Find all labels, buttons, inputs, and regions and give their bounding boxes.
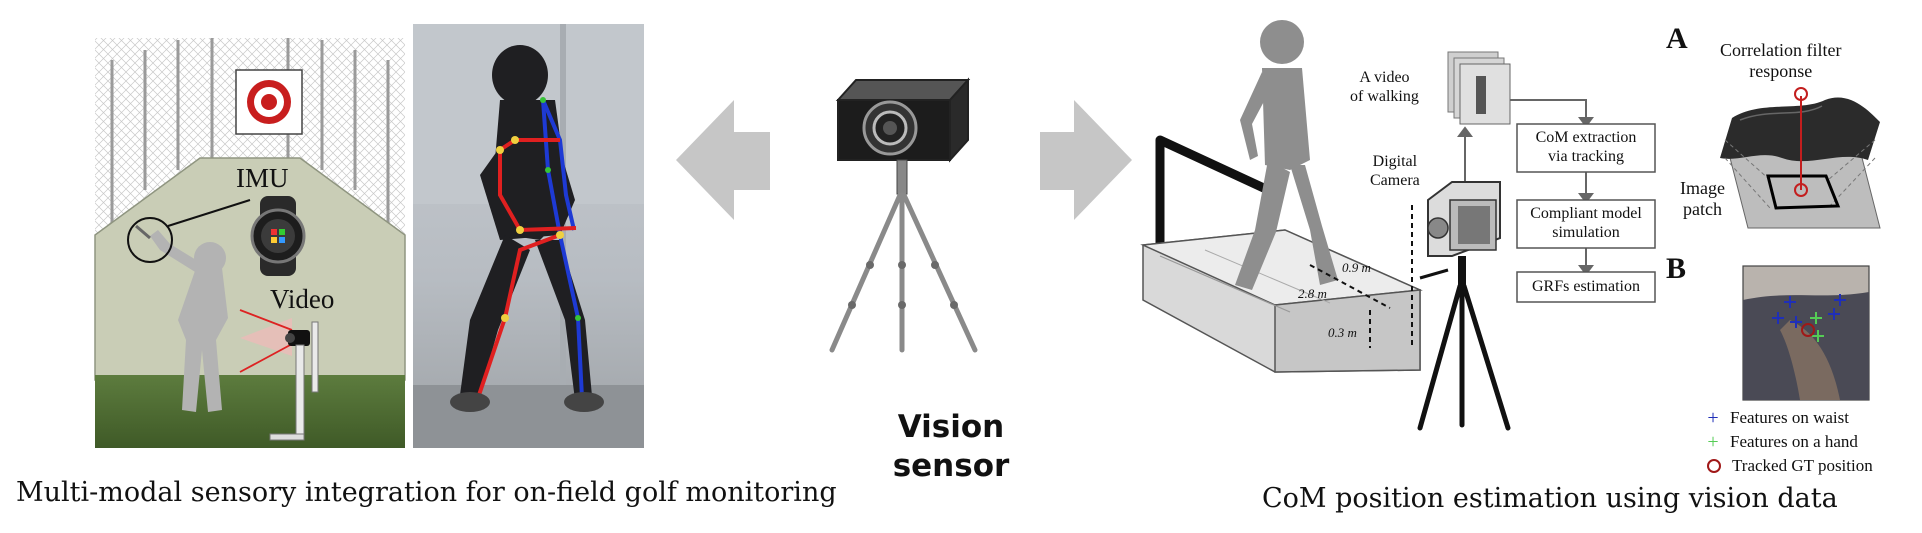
treadmill-scene (1140, 20, 1656, 431)
digital-camera-line1: Digital (1372, 153, 1418, 170)
flow-box-com-extraction (1516, 123, 1656, 173)
legend-item-hand: + Features on a hand (1706, 432, 1858, 452)
flow-step-1-line1: CoM extraction (1535, 129, 1637, 146)
feature-tracking-panel (1742, 265, 1870, 401)
walker-silhouette (1235, 20, 1338, 290)
dim-0-3m: 0.3 m (1328, 325, 1357, 340)
legend-text-gt: Tracked GT position (1732, 456, 1873, 475)
imu-label: IMU (236, 163, 289, 193)
image-patch-line2: patch (1683, 199, 1722, 219)
smartwatch-icon (250, 196, 306, 276)
legend-item-gt: Tracked GT position (1706, 456, 1873, 476)
circle-marker-red-icon (1707, 459, 1721, 473)
flow-step-3-text: GRFs estimation (1517, 277, 1655, 296)
video-frames-icon (1447, 51, 1511, 125)
panel-a-letter: A (1666, 22, 1688, 55)
arrow-left (676, 100, 770, 220)
video-of-walking-label: A video of walking (1350, 68, 1419, 106)
correlation-response-label: Correlation filter response (1720, 40, 1841, 82)
digital-camera-icon (1417, 181, 1511, 431)
digital-camera-label: Digital Camera (1370, 152, 1420, 190)
right-caption: CoM position estimation using vision dat… (1262, 483, 1838, 514)
correlation-filter-panel (1720, 87, 1881, 229)
flow-step-1-text: CoM extraction via tracking (1517, 128, 1655, 166)
vision-camera-icon (829, 77, 978, 353)
correlation-response-line2: response (1749, 61, 1813, 81)
arrow-right (1040, 100, 1132, 220)
flow-step-3-line1: GRFs estimation (1531, 278, 1640, 295)
panel-b-letter: B (1666, 252, 1687, 285)
left-caption: Multi-modal sensory integration for on-f… (16, 477, 837, 508)
flow-box-grfs (1516, 271, 1656, 303)
video-label: Video (270, 284, 335, 314)
flow-step-1-line2: via tracking (1548, 148, 1624, 165)
legend-item-waist: + Features on waist (1706, 408, 1849, 428)
vision-label-line1: Vision (897, 409, 1005, 445)
vision-label-line2: sensor (892, 448, 1010, 484)
digital-camera-line2: Camera (1370, 172, 1420, 189)
video-of-walking-line1: A video (1359, 69, 1410, 86)
legend-text-hand: Features on a hand (1730, 432, 1858, 451)
video-of-walking-line2: of walking (1350, 88, 1419, 105)
dim-2-8m: 2.8 m (1298, 286, 1327, 301)
dim-0-9m: 0.9 m (1342, 260, 1371, 275)
video-camera-icon (239, 309, 319, 441)
golf-swing-photo (413, 24, 644, 448)
golf-range-illustration (94, 38, 406, 448)
plus-marker-green-icon: + (1707, 431, 1719, 453)
legend-text-waist: Features on waist (1730, 408, 1849, 427)
image-patch-label: Image patch (1680, 178, 1725, 220)
vision-sensor-label: Vision sensor (848, 408, 1054, 486)
image-patch-line1: Image (1680, 178, 1725, 198)
correlation-response-line1: Correlation filter (1720, 40, 1842, 60)
flow-box-compliant-model (1516, 199, 1656, 249)
golfer-silhouette (135, 224, 228, 412)
imu-callout-circle (127, 217, 173, 263)
flow-step-2-line2: simulation (1552, 224, 1620, 241)
flow-step-2-text: Compliant model simulation (1517, 204, 1655, 242)
plus-marker-blue-icon: + (1707, 407, 1719, 429)
flow-step-2-line1: Compliant model (1530, 205, 1642, 222)
